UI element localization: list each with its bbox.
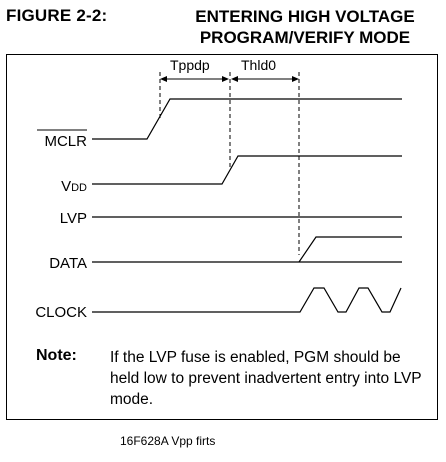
signal-label-vdd: VDD	[61, 178, 87, 195]
signal-label-clock: CLOCK	[35, 304, 87, 321]
vdd-main: V	[61, 178, 71, 195]
timing-label-thld0: Thld0	[241, 57, 276, 73]
note-text: If the LVP fuse is enabled, PGM should b…	[110, 349, 422, 408]
caption: 16F628A Vpp firts	[120, 434, 216, 448]
signal-label-mclr: MCLR	[44, 133, 87, 150]
waveform-clock	[92, 287, 402, 313]
figure-title: ENTERING HIGH VOLTAGE PROGRAM/VERIFY MOD…	[180, 6, 430, 48]
waveform-vdd	[92, 155, 402, 185]
note-heading: Note:	[36, 347, 77, 364]
vdd-subscript: DD	[71, 182, 87, 194]
timing-label-tppdp: Tppdp	[170, 57, 210, 73]
timing-arrow-tppdp	[160, 76, 229, 82]
figure-title-line-2: PROGRAM/VERIFY MODE	[199, 28, 411, 47]
diagram-frame	[6, 54, 438, 420]
dashed-reference-lines	[159, 72, 300, 255]
timing-arrow-thld0	[231, 76, 299, 82]
waveform-mclr	[92, 98, 402, 140]
figure-label: FIGURE 2-2:	[6, 6, 108, 25]
signal-label-data: DATA	[49, 255, 87, 272]
figure-title-line-1: ENTERING HIGH VOLTAGE	[195, 7, 415, 26]
waveform-data-high	[298, 236, 402, 263]
signal-label-lvp: LVP	[60, 210, 87, 227]
